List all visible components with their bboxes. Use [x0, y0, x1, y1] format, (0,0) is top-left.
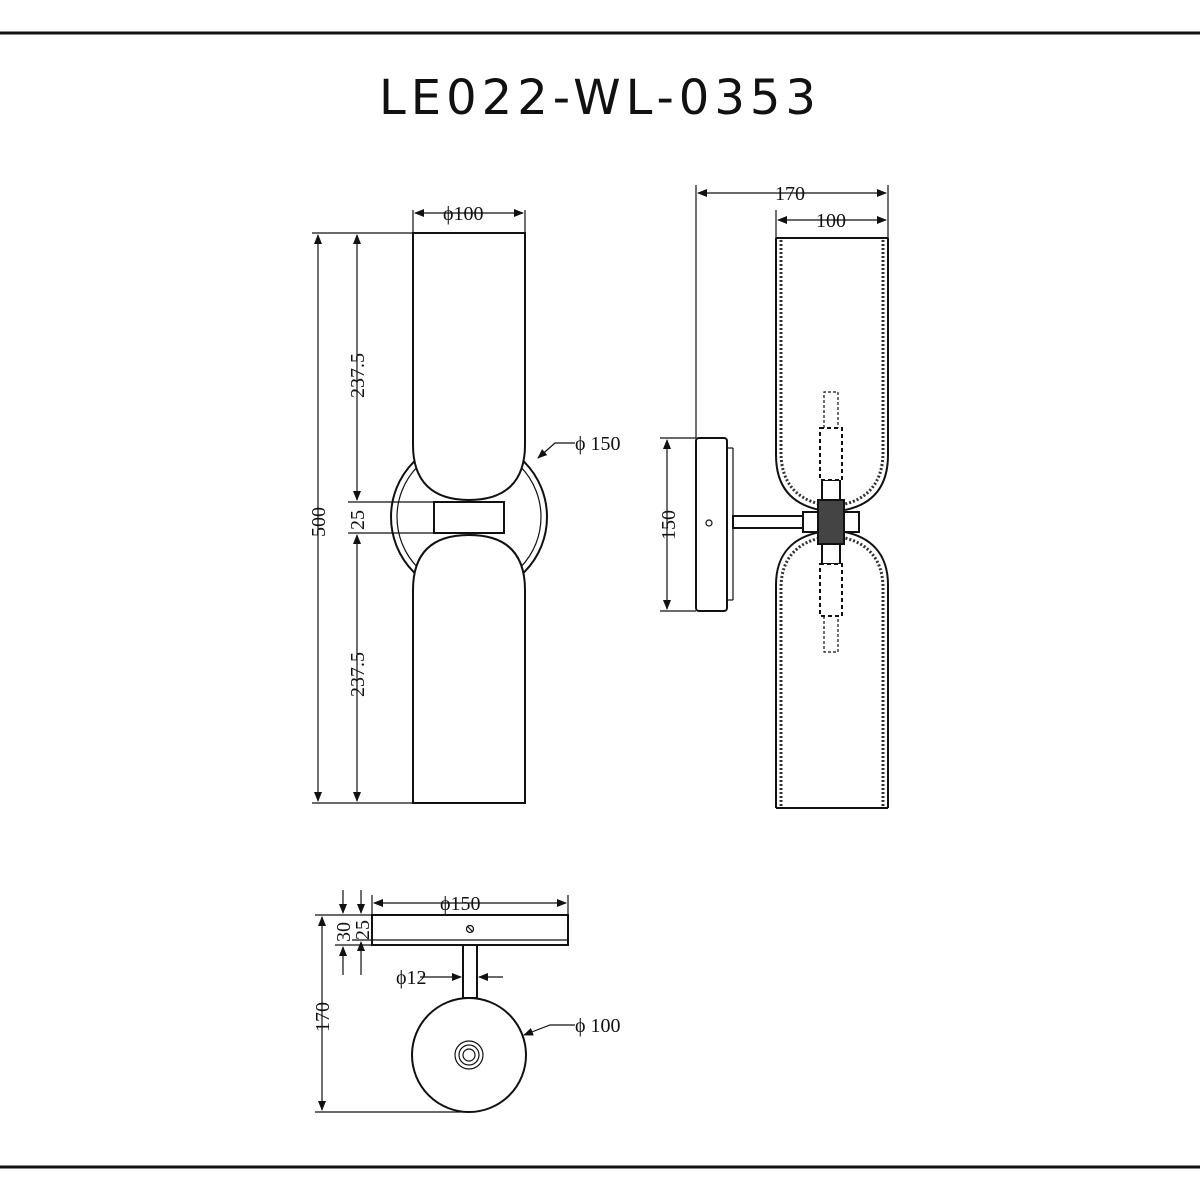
- top-dim-base-diameter: ϕ150: [440, 893, 481, 915]
- top-dim-arm-diameter: ϕ12: [396, 967, 427, 989]
- front-view: ϕ100 237.5 25 237.5 500 ϕ 150: [308, 203, 621, 804]
- front-dim-total-height: 500: [308, 507, 330, 537]
- front-dim-base-diameter: ϕ 150: [575, 433, 621, 455]
- side-lower-bulb: [819, 563, 843, 617]
- product-code-title: LE022-WL-0353: [379, 70, 821, 126]
- front-middle-connector: [433, 501, 505, 534]
- top-dim-thickness-outer: 30: [333, 922, 355, 942]
- side-dim-shade-width: 100: [816, 210, 846, 232]
- top-dim-thickness-inner: 25: [352, 920, 374, 940]
- top-dim-projection: 170: [312, 1002, 334, 1032]
- side-upper-shade: [775, 238, 889, 511]
- side-upper-bulb: [819, 427, 843, 481]
- top-shade-circle: [411, 997, 527, 1113]
- top-view: ϕ150 30 25 ϕ12 170 ϕ 100: [312, 890, 621, 1113]
- top-arm: [462, 944, 478, 999]
- side-dim-depth-total: 170: [775, 183, 805, 205]
- side-dim-base-height: 150: [658, 510, 680, 540]
- front-dim-lower-height: 237.5: [347, 652, 369, 697]
- top-screw: [465, 924, 475, 934]
- front-upper-shade: [412, 232, 526, 502]
- side-screw-hole: [705, 519, 713, 527]
- side-arm: [732, 515, 804, 529]
- top-dim-shade-diameter: ϕ 100: [575, 1015, 621, 1037]
- front-dim-middle: 25: [347, 510, 369, 530]
- side-view: 170 100 150: [658, 183, 889, 809]
- front-dim-upper-height: 237.5: [347, 353, 369, 398]
- side-lower-shade: [775, 531, 889, 808]
- front-dim-shade-diameter: ϕ100: [443, 203, 484, 225]
- front-lower-shade: [412, 533, 526, 804]
